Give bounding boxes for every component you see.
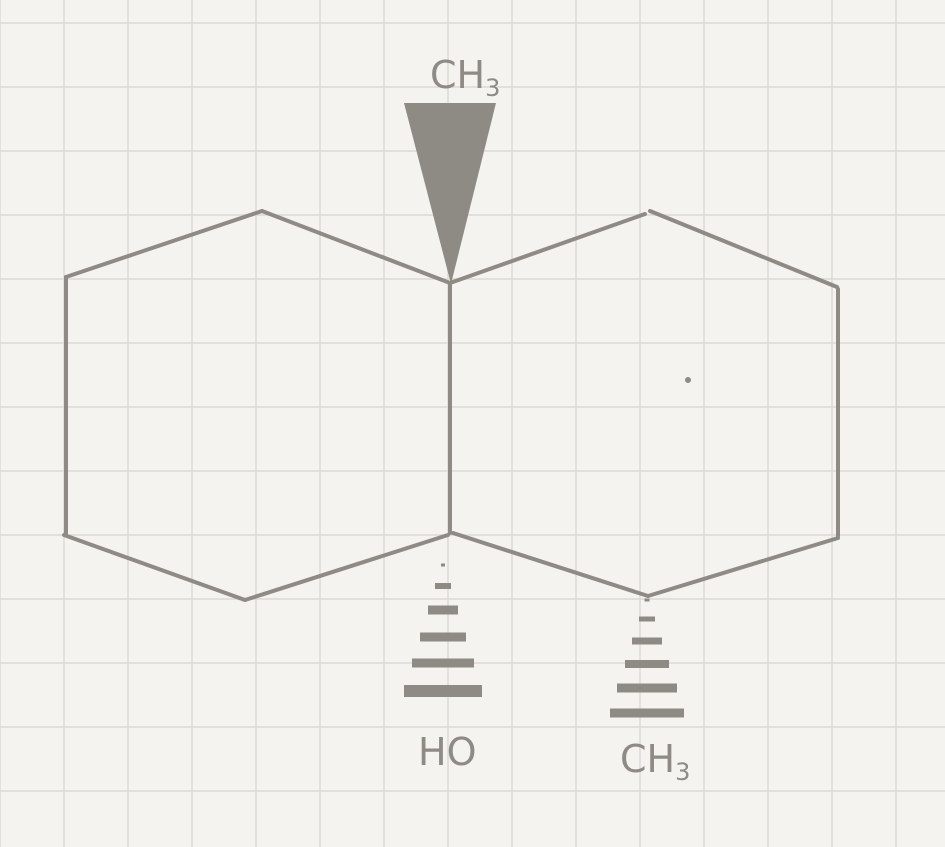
bond [260,209,452,285]
stray-dot [685,377,691,383]
top-methyl-label: CH3 [430,53,500,102]
bond [646,536,840,598]
bottom-methyl-label: CH3 [620,737,690,786]
bond [64,209,264,279]
bond [448,212,647,285]
bond [648,209,839,289]
hashed-wedge-bottom-methyl [610,598,684,718]
bond [451,531,650,598]
bond [243,533,450,602]
right-ring [448,209,840,598]
bond [62,533,247,602]
hashed-wedge-hydroxyl [404,563,482,697]
wedge-bond-top-methyl [404,103,496,284]
left-ring [62,209,452,602]
hydroxyl-label: HO [418,730,476,774]
